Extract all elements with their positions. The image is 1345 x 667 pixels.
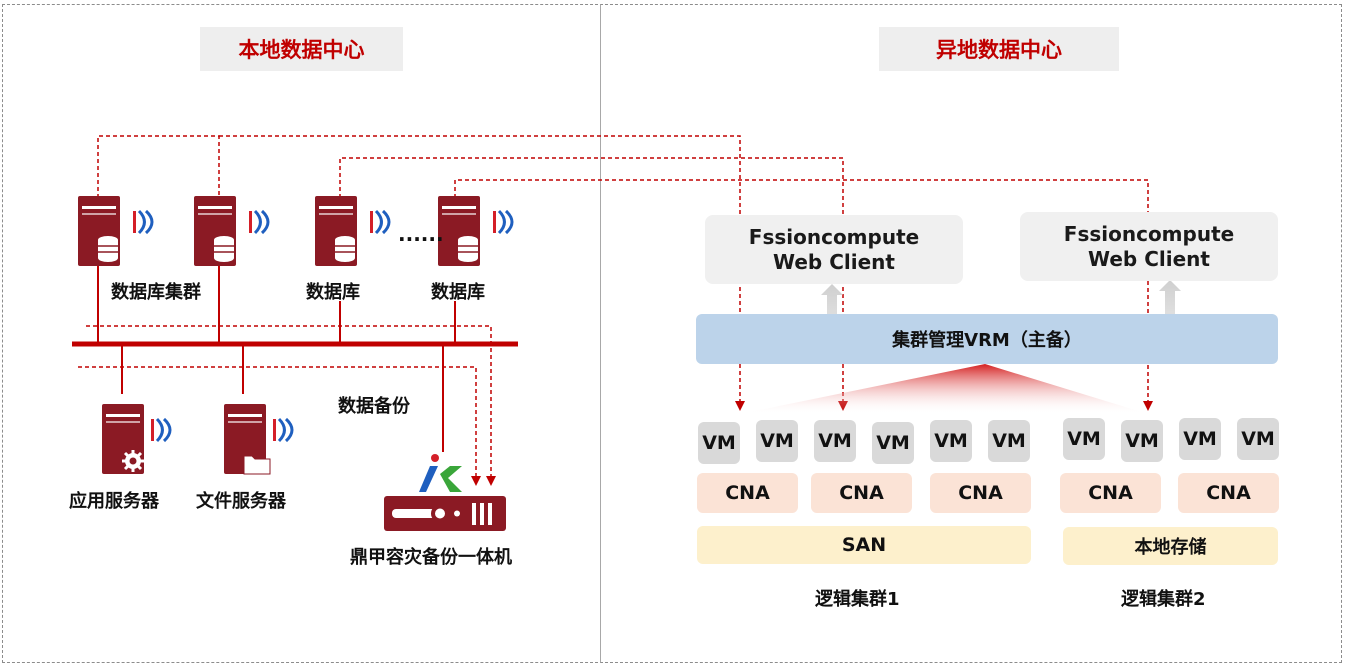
db-server-icon xyxy=(78,196,154,266)
web-client-right-line2: Web Client xyxy=(1088,246,1210,271)
cna-box: CNA xyxy=(1060,473,1161,513)
backup-label: 数据备份 xyxy=(338,396,410,417)
web-client-right-line1: Fssioncompute xyxy=(1063,221,1235,246)
web-client-right: Fssioncompute Web Client xyxy=(1020,212,1278,281)
vrm-bar: 集群管理VRM（主备） xyxy=(696,314,1278,364)
appliance-label: 鼎甲容灾备份一体机 xyxy=(350,547,512,568)
backup-appliance-icon xyxy=(384,496,506,531)
web-client-left: Fssioncompute Web Client xyxy=(705,215,963,284)
remote-dc-title: 异地数据中心 xyxy=(879,27,1119,71)
db-cluster-label: 数据库集群 xyxy=(111,282,201,303)
db-label-1: 数据库 xyxy=(306,282,360,303)
cna-box: CNA xyxy=(1178,473,1279,513)
local-dc-title: 本地数据中心 xyxy=(200,27,403,71)
vm-box: VM xyxy=(930,420,972,462)
vm-box: VM xyxy=(1237,418,1279,460)
db-server-icon xyxy=(438,196,514,266)
vm-box: VM xyxy=(1121,420,1163,462)
cluster2-label: 逻辑集群2 xyxy=(1121,589,1206,610)
db-label-2: 数据库 xyxy=(431,282,485,303)
vm-box: VM xyxy=(872,422,914,464)
cna-box: CNA xyxy=(930,473,1031,513)
file-server-label: 文件服务器 xyxy=(196,491,286,512)
cna-box: CNA xyxy=(811,473,912,513)
web-client-left-line1: Fssioncompute xyxy=(748,224,920,249)
remote-dc-frame xyxy=(600,4,1342,663)
ellipsis-label: ...... xyxy=(398,222,444,246)
local-storage: 本地存储 xyxy=(1063,527,1278,565)
cna-box: CNA xyxy=(697,473,798,513)
vm-box: VM xyxy=(814,420,856,462)
vrm-fan xyxy=(740,364,1148,414)
vm-box: VM xyxy=(698,422,740,464)
db-server-icon xyxy=(194,196,270,266)
cluster1-label: 逻辑集群1 xyxy=(815,589,900,610)
vm-box: VM xyxy=(1179,418,1221,460)
file-server-icon xyxy=(224,404,294,475)
vendor-logo-icon xyxy=(419,454,462,492)
local-dc-frame xyxy=(2,4,598,663)
app-server-label: 应用服务器 xyxy=(69,491,159,512)
app-server-icon xyxy=(102,404,172,474)
db-server-icon xyxy=(315,196,391,266)
vm-box: VM xyxy=(756,420,798,462)
vm-box: VM xyxy=(1063,418,1105,460)
web-client-left-line2: Web Client xyxy=(773,249,895,274)
vm-box: VM xyxy=(988,420,1030,462)
san-storage: SAN xyxy=(697,526,1031,564)
